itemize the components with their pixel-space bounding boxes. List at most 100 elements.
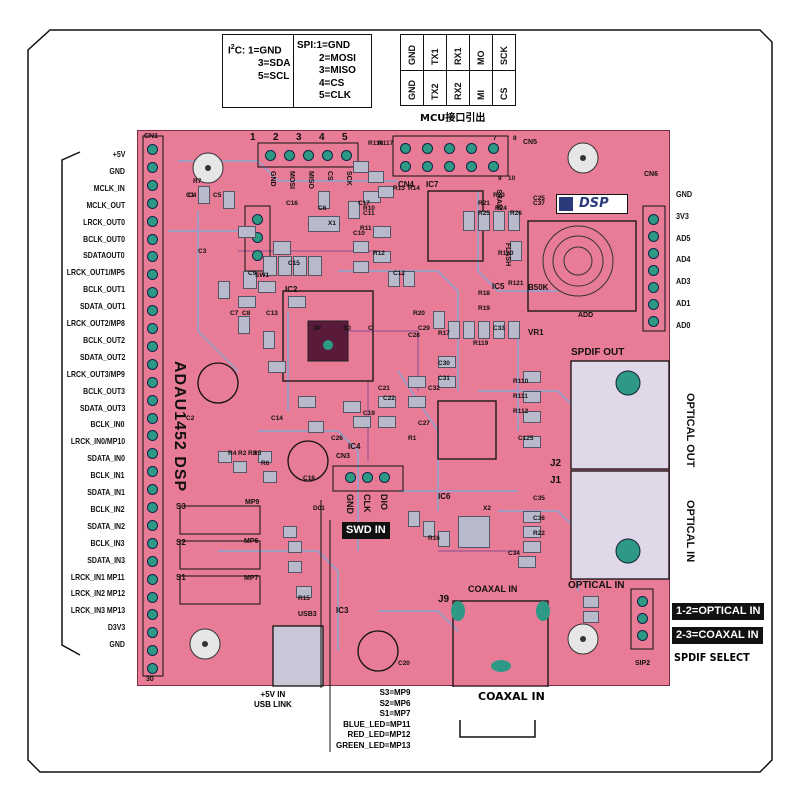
coaxal-caption: COAXAL IN [478,690,545,703]
cn1-label: CN1 [144,133,159,140]
smd-pad [523,371,541,383]
cn1-pin [147,144,158,155]
smd-pad [518,556,536,568]
part-label: R24 [495,205,507,212]
smd-pad [258,451,272,463]
cn1-pin [147,466,158,478]
part-label: R26 [510,210,522,217]
cn6-pin [648,316,659,327]
part-label: R12 [373,250,385,257]
dsp-logo-text: DSP [579,196,609,211]
header-pin [284,150,295,161]
part-label: C34 [508,550,520,557]
cn1-pin [147,412,158,424]
smd-pad [258,281,276,293]
part-label: R22 [533,530,545,537]
coaxal-in-label: COAXAL IN [468,584,518,594]
part-label: C4 [188,192,197,199]
smd-pad [198,186,210,204]
cn6-pin [648,265,659,276]
mcu-chip-ic6 [437,400,497,460]
part-label: X1 [328,220,336,227]
mp-map-3: BLUE_LED=MP11 [343,719,411,729]
i2c-prefix: I [228,45,231,57]
sw1-pin [252,250,263,261]
header-cn6 [642,205,666,332]
smd-pad [348,201,360,219]
cn4-label: CN4 [398,180,415,189]
smd-pad [343,401,361,413]
cn1-pin [147,484,158,496]
part-label: C11 [363,210,375,217]
mp-mapping: S3=MP9 S2=MP6 S1=MP7 BLUE_LED=MP11 RED_L… [336,688,410,751]
cn1-pin [147,448,158,460]
smd-pad [263,471,277,483]
cn1-pin [147,197,158,209]
smd-pad [238,226,256,238]
switch-s2 [179,540,261,570]
smd-pad [458,516,490,548]
smd-pad [288,296,306,308]
optical-in-label: OPTICAL IN [568,580,625,591]
part-label: C17 [358,200,370,207]
part-label: R110 [513,378,529,385]
cap-c2 [197,362,239,404]
cn4-pin [422,161,433,172]
cn1-pin [147,358,158,370]
swd-pin [345,472,356,483]
usb-connector [272,625,324,687]
smd-pad [433,311,445,329]
usb-label: USB3 [298,611,317,618]
right-label-2: AD5 [676,232,691,243]
smd-pad [308,216,340,232]
add-label: ADD [578,312,594,319]
smd-pad [403,271,415,287]
part-label: R121 [508,280,524,287]
left-label-22: SDATA_IN2 [87,520,125,531]
part-label: C7 [230,310,239,317]
vr1-label: VR1 [528,328,544,337]
part-label: C8 [242,310,251,317]
part-label: R14 [408,185,420,192]
header-num-1: 2 [273,132,279,143]
dsp-chip [282,290,374,382]
part-label: C1 [186,192,195,199]
left-label-2: MCLK_IN [94,182,125,193]
part-label: R116 [368,140,384,147]
bottom-connector-outline [459,720,536,738]
smd-pad [353,161,369,173]
i2c-line-2: 5=SCL [258,71,290,83]
right-label-4: AD3 [676,276,691,287]
smd-pad [438,356,456,368]
part-label: X2 [483,505,491,512]
part-label: R111 [513,393,528,400]
smd-pad [318,191,330,209]
i2c-spi-legend: I2C: 1=GND 3=SDA 5=SCL SPI:1=GND 2=MOSI … [222,34,372,108]
pcb-traces [142,135,670,687]
smd-pad [273,241,291,255]
header-pin [341,150,352,161]
left-label-4: LRCK_OUT0 [83,216,125,227]
header-sw1 [244,205,271,272]
cn1-pin [147,376,158,388]
left-label-17: LRCK_IN0/MP10 [70,436,125,447]
header-swd [332,465,404,492]
header-pin [303,150,314,161]
switch-s3-label: S3 [176,502,186,511]
i2c-line-1: 3=SDA [258,58,291,70]
i2c-line-0: C: 1=GND [234,45,282,57]
cn1-pin [147,663,158,675]
cn6-pin [648,299,659,310]
header-top [257,142,359,168]
smd-pad [508,211,520,231]
cn1-pin [147,340,158,352]
cn1-pin [147,591,158,603]
part-label: C18 [303,475,315,482]
part-label: D01 [313,505,325,512]
j2-label: J2 [550,458,562,469]
right-label-3: AD4 [676,254,691,265]
dsp-logo-mark [559,197,573,211]
smd-pad [293,256,307,276]
smd-pad [423,521,435,537]
